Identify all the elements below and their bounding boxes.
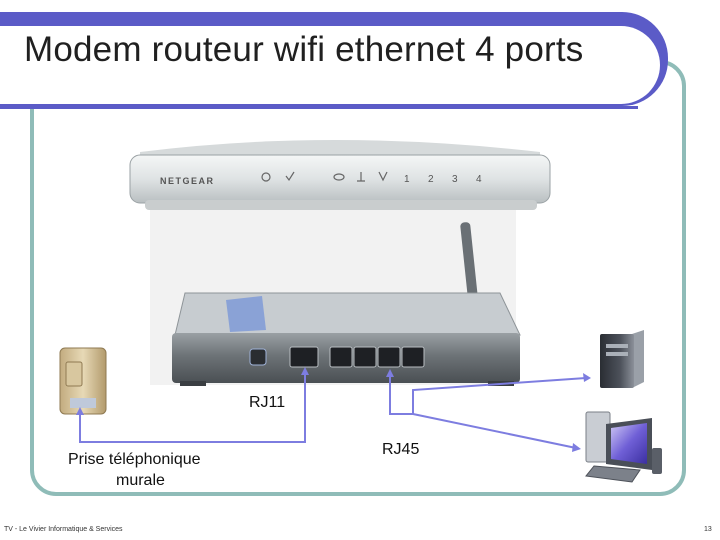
router-rear-sticker bbox=[226, 296, 266, 332]
connection-lines bbox=[76, 367, 591, 452]
router-rear-view bbox=[172, 222, 521, 386]
arrow-computer bbox=[572, 443, 581, 452]
power-icon bbox=[261, 172, 271, 182]
title-underline bbox=[0, 106, 638, 109]
internet-icon bbox=[333, 173, 345, 181]
speaker-right bbox=[652, 448, 662, 474]
indicator-3: 3 bbox=[452, 174, 458, 185]
rj45-port-1 bbox=[329, 346, 353, 368]
arrow-rj45-port bbox=[386, 369, 394, 377]
check-icon bbox=[285, 171, 295, 182]
slide-title: Modem routeur wifi ethernet 4 ports bbox=[24, 30, 584, 69]
power-jack bbox=[249, 348, 267, 366]
rj11-label: RJ11 bbox=[249, 394, 286, 411]
monitor-screen bbox=[611, 423, 647, 464]
rj45-label: RJ45 bbox=[382, 441, 420, 458]
router-front-view: NETGEAR 1 2 3 4 bbox=[129, 140, 551, 210]
router-front-base bbox=[145, 200, 537, 210]
rj45-port-2 bbox=[353, 346, 377, 368]
title-banner bbox=[0, 12, 668, 109]
indicator-1: 1 bbox=[404, 174, 410, 185]
tower-drive-bay bbox=[606, 344, 628, 348]
title-banner-inner bbox=[0, 26, 660, 104]
indicator-2: 2 bbox=[428, 174, 434, 185]
router-rear-foot-left bbox=[180, 381, 206, 386]
footer-credit: TV - Le Vivier Informatique & Services bbox=[4, 526, 123, 533]
rj45-line-to-computer bbox=[412, 413, 577, 449]
router-rear-top bbox=[174, 292, 521, 336]
rj11-port bbox=[289, 346, 319, 368]
arrow-wall-socket bbox=[76, 407, 84, 415]
usb-icon bbox=[357, 172, 365, 182]
tower-front bbox=[600, 334, 634, 388]
wireless-icon bbox=[378, 171, 388, 182]
rj11-connector-line bbox=[79, 372, 306, 443]
rj45-port-4 bbox=[401, 346, 425, 368]
wall-socket-label bbox=[70, 398, 96, 408]
keyboard bbox=[585, 465, 641, 483]
wall-socket-label-line2: murale bbox=[116, 472, 165, 489]
tower-side bbox=[632, 330, 644, 388]
arrow-tower bbox=[583, 373, 591, 382]
wall-socket-image bbox=[59, 347, 107, 415]
arrow-rj11-port bbox=[301, 367, 309, 375]
page-number: 13 bbox=[704, 526, 712, 533]
wall-socket-plug bbox=[65, 361, 83, 387]
tower-drive-bay-2 bbox=[606, 352, 628, 356]
desktop-tower-image bbox=[600, 330, 644, 388]
rj45-port-3 bbox=[377, 346, 401, 368]
desktop-computer-image bbox=[585, 411, 662, 483]
wall-socket-label-line1: Prise téléphonique bbox=[68, 451, 201, 468]
indicator-4: 4 bbox=[476, 174, 482, 185]
router-brand-label: NETGEAR bbox=[160, 176, 215, 186]
